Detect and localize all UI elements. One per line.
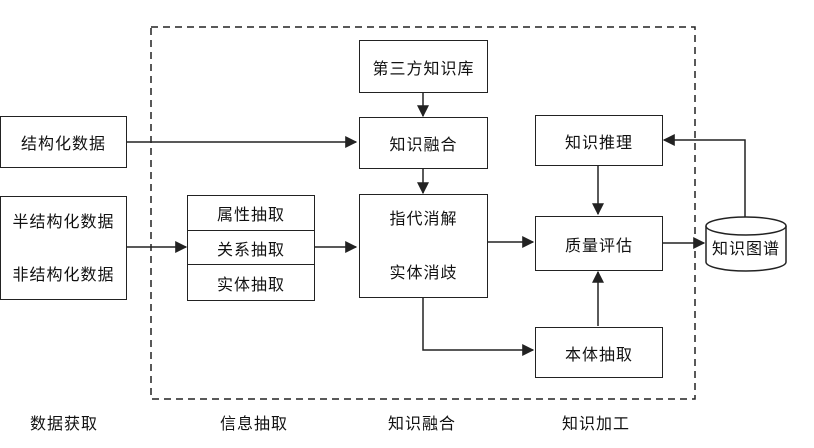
knowledge-fusion-label: 知识融合: [389, 135, 458, 154]
coreference-cell: 指代消解: [359, 194, 488, 240]
database-cylinder-icon: [705, 216, 787, 272]
ontology-extraction-box: 本体抽取: [535, 327, 663, 378]
extraction-stack: [187, 195, 315, 301]
entity-extraction-cell: 实体抽取: [187, 265, 315, 301]
relation-extraction-cell: 关系抽取: [187, 231, 315, 265]
quality-assessment-box: 质量评估: [535, 216, 663, 271]
coreference-disambiguation-box: [359, 194, 488, 298]
attribute-extraction-label: 属性抽取: [216, 204, 285, 224]
unstructured-data-label: 非结构化数据: [12, 265, 115, 284]
semi-unstructured-data-box: [0, 196, 127, 300]
processing-boundary: [150, 26, 696, 400]
third-party-kb-label: 第三方知识库: [372, 58, 475, 78]
arrow-graph-to-reasoning: [662, 134, 746, 221]
knowledge-graph-label: 知识图谱: [711, 239, 780, 258]
semi-structured-data-cell: 半结构化数据: [0, 196, 127, 244]
attribute-extraction-cell: 属性抽取: [187, 195, 315, 231]
knowledge-reasoning-label: 知识推理: [564, 132, 633, 152]
stage-label-fusion: 知识融合: [387, 414, 456, 433]
quality-assessment-label: 质量评估: [564, 235, 633, 255]
stage-label-processing: 知识加工: [561, 414, 630, 433]
relation-extraction-label: 关系抽取: [216, 239, 285, 259]
third-party-kb-box: 第三方知识库: [359, 40, 488, 93]
disambiguation-label: 实体消歧: [389, 263, 458, 282]
entity-extraction-label: 实体抽取: [216, 275, 285, 294]
knowledge-graph-store: 知识图谱: [706, 230, 786, 264]
unstructured-data-cell: 非结构化数据: [0, 248, 127, 298]
stage-label-extraction: 信息抽取: [219, 414, 288, 433]
ontology-extraction-label: 本体抽取: [564, 344, 633, 364]
knowledge-fusion-box: 知识融合: [359, 117, 488, 169]
stage-label-acquisition: 数据获取: [29, 414, 98, 433]
coreference-label: 指代消解: [389, 209, 458, 228]
arrow-fusion-to-ontology: [422, 297, 535, 356]
disambiguation-cell: 实体消歧: [359, 248, 488, 294]
knowledge-reasoning-box: 知识推理: [535, 115, 663, 166]
semi-structured-data-label: 半结构化数据: [12, 212, 115, 231]
structured-data-label: 结构化数据: [20, 134, 106, 153]
structured-data-box: 结构化数据: [0, 116, 127, 168]
